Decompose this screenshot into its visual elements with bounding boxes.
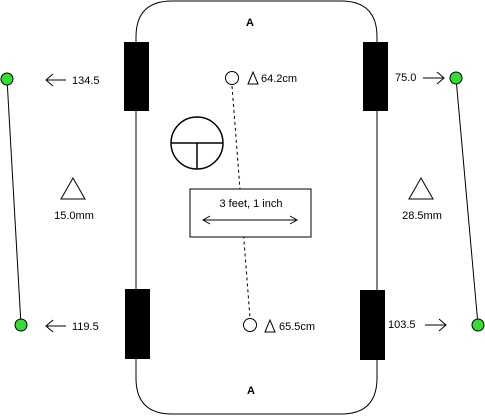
rear-left-wheel: [125, 289, 150, 359]
bottom-marker: A: [247, 385, 255, 397]
delta-icon: [60, 176, 86, 200]
top-marker: A: [246, 17, 254, 29]
right-measure-line: [455, 77, 479, 326]
left-top-value: 134.5: [72, 75, 100, 87]
right-top-value: 75.0: [395, 72, 416, 84]
right-bottom-value: 103.5: [388, 319, 416, 331]
front-right-wheel: [363, 42, 388, 111]
distance-box: [189, 188, 312, 238]
left-measure-line: [6, 78, 22, 326]
right-delta-value: 28.5mm: [402, 210, 442, 222]
bottom-point-value: 65.5cm: [279, 321, 315, 333]
right-top-marker: [449, 71, 463, 85]
left-delta-value: 15.0mm: [54, 210, 94, 222]
theodolite-icon: [170, 116, 224, 170]
delta-icon: [264, 318, 276, 333]
rear-right-wheel: [360, 290, 385, 360]
left-top-marker: [0, 72, 14, 86]
front-left-wheel: [124, 42, 149, 111]
arrow-left-icon: [45, 73, 66, 87]
left-bottom-marker: [14, 318, 28, 332]
right-bottom-marker: [471, 318, 485, 332]
bottom-center-point: [243, 318, 257, 332]
arrow-right-icon: [423, 71, 445, 85]
top-point-value: 64.2cm: [261, 73, 297, 85]
vehicle-body-outline: [135, 0, 378, 415]
delta-icon: [408, 176, 434, 200]
left-bottom-value: 119.5: [72, 321, 99, 333]
delta-icon: [247, 70, 259, 85]
arrow-right-icon: [425, 318, 447, 332]
distance-value: 3 feet, 1 inch: [220, 198, 283, 210]
top-center-point: [225, 71, 239, 85]
double-arrow-icon: [201, 215, 299, 225]
arrow-left-icon: [45, 319, 66, 333]
